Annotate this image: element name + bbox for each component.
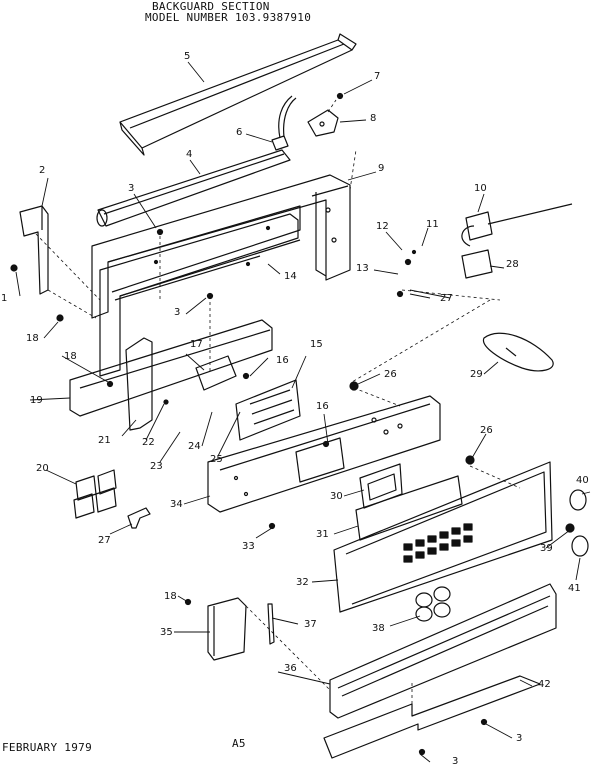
- callout-17: 17: [190, 339, 203, 350]
- callout-6: 6: [236, 127, 243, 138]
- alignment-lines: [35, 99, 521, 716]
- callout-28: 28: [506, 259, 519, 270]
- callout-15: 15: [310, 339, 323, 350]
- diagram-title: BACKGUARD SECTION: [152, 0, 270, 13]
- part-32-faceplate: [333, 461, 553, 613]
- callout-20: 20: [36, 463, 49, 474]
- callout-29: 29: [470, 369, 483, 380]
- part-30-clock: [359, 463, 403, 509]
- callout-2: 2: [39, 165, 46, 176]
- page-number: A5: [232, 737, 246, 750]
- callout-27: 27: [98, 535, 111, 546]
- part-27-connector: [127, 507, 151, 529]
- part-15-circuit-board: [235, 379, 301, 441]
- part-37-rod: [267, 603, 275, 645]
- callout-39: 39: [540, 543, 553, 554]
- part-5-top-trim: [119, 33, 357, 156]
- callout-5: 5: [184, 51, 191, 62]
- callout-16: 16: [276, 355, 289, 366]
- callout-23: 23: [150, 461, 163, 472]
- callout-7: 7: [374, 71, 381, 82]
- callout-22: 22: [142, 437, 155, 448]
- part-42-bottom-plate: [323, 675, 541, 759]
- callout-13: 13: [356, 263, 369, 274]
- callout-25: 25: [210, 454, 223, 465]
- callout-19: 19: [30, 395, 43, 406]
- part-17-terminal-board: [195, 355, 237, 391]
- part-14-housing: [99, 213, 301, 377]
- part-35-bracket: [207, 597, 247, 661]
- callout-41: 41: [568, 583, 581, 594]
- footer-date: FEBRUARY 1979: [2, 741, 92, 754]
- callout-12: 12: [376, 221, 389, 232]
- part-19-end-panel: [69, 319, 273, 417]
- model-number: MODEL NUMBER 103.9387910: [145, 11, 312, 24]
- part-36-lower-trim: [329, 583, 557, 719]
- callout-35: 35: [160, 627, 173, 638]
- callout-8: 8: [370, 113, 377, 124]
- fasteners: [10, 228, 575, 756]
- part-8-bracket: [307, 109, 339, 137]
- leader-lines: [15, 61, 591, 763]
- part-4-light-tube: [96, 149, 291, 227]
- callout-18: 18: [164, 591, 177, 602]
- part-6-lamp-socket: [271, 95, 297, 151]
- callout-26: 26: [480, 425, 493, 436]
- callout-3: 3: [174, 307, 181, 318]
- callout-14: 14: [284, 271, 297, 282]
- callout-33: 33: [242, 541, 255, 552]
- part-21-end-cap: [125, 337, 153, 431]
- callout-27: 27: [440, 293, 453, 304]
- callout-38: 38: [372, 623, 385, 634]
- callout-9: 9: [378, 163, 385, 174]
- part-31-overlay: [355, 475, 463, 541]
- part-20-connectors: [73, 469, 117, 519]
- part-7-screw: [336, 92, 344, 100]
- callout-26: 26: [384, 369, 397, 380]
- callout-18: 18: [64, 351, 77, 362]
- callout-34: 34: [170, 499, 183, 510]
- callout-18: 18: [26, 333, 39, 344]
- callout-4: 4: [186, 149, 193, 160]
- callout-40: 40: [576, 475, 589, 486]
- part-9-backguard-frame: [91, 174, 351, 319]
- callout-36: 36: [284, 663, 297, 674]
- callout-10: 10: [474, 183, 487, 194]
- part-29-clip: [482, 332, 554, 372]
- part-38-knobs: [415, 586, 451, 622]
- callout-37: 37: [304, 619, 317, 630]
- callout-16: 16: [316, 401, 329, 412]
- callout-32: 32: [296, 577, 309, 588]
- callout-3: 3: [128, 183, 135, 194]
- callout-24: 24: [188, 441, 201, 452]
- callout-31: 31: [316, 529, 329, 540]
- callout-3: 3: [516, 733, 523, 744]
- part-10-switch: [465, 203, 573, 241]
- callout-3: 3: [452, 756, 459, 767]
- callout-21: 21: [98, 435, 111, 446]
- callout-42: 42: [538, 679, 551, 690]
- part-28-sensor: [461, 225, 493, 279]
- callout-1: 1: [1, 293, 8, 304]
- part-34-control-panel: [207, 395, 441, 513]
- part-2-side-bracket: [19, 205, 49, 295]
- callout-30: 30: [330, 491, 343, 502]
- callout-11: 11: [426, 219, 439, 230]
- part-39-41-knobs: [569, 489, 589, 557]
- faceplate-buttons: [403, 523, 473, 563]
